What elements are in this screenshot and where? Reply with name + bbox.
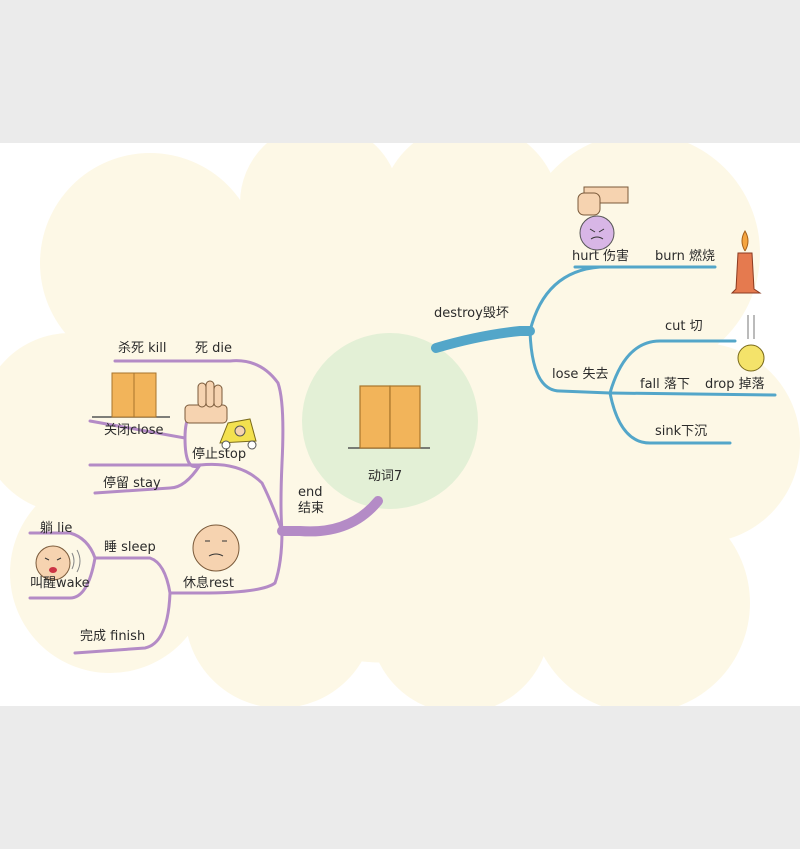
end-label-en: end	[298, 485, 323, 500]
crying-face-icon	[35, 545, 81, 581]
label-rest: 休息rest	[183, 576, 234, 591]
car-icon	[219, 418, 257, 450]
face-icon	[192, 524, 240, 572]
destroy-label: destroy毁坏	[434, 306, 509, 321]
label-sleep: 睡 sleep	[104, 540, 156, 555]
mind-map-graphics	[0, 143, 800, 706]
destroy-branch	[431, 265, 777, 445]
door-icon	[92, 372, 170, 418]
label-burn: burn 燃烧	[655, 249, 715, 264]
label-stop: 停止stop	[192, 447, 247, 462]
label-wake: 叫醒wake	[30, 576, 90, 591]
end-label-zh: 结束	[298, 501, 325, 516]
label-finish: 完成 finish	[80, 629, 146, 644]
candle-icon	[730, 230, 762, 294]
ball-icon	[737, 315, 765, 372]
end-branch	[28, 359, 383, 655]
label-fall: fall 落下	[640, 377, 690, 392]
label-kill: 杀死 kill	[118, 341, 167, 356]
label-lie: 躺 lie	[40, 521, 73, 536]
label-hurt: hurt 伤害	[572, 249, 630, 264]
mind-map-canvas: 动词7 end 结束 杀死 kill 死 die 关闭close 停止stop …	[0, 143, 800, 706]
label-close: 关闭close	[104, 423, 164, 438]
hand-icon	[184, 380, 228, 424]
center-title: 动词7	[367, 469, 403, 484]
label-lose: lose 失去	[552, 367, 609, 382]
door-icon	[348, 385, 430, 449]
label-cut: cut 切	[665, 319, 703, 334]
fist-icon	[577, 186, 629, 251]
label-stay: 停留 stay	[103, 476, 161, 491]
label-drop: drop 掉落	[705, 377, 765, 392]
label-sink: sink下沉	[655, 424, 708, 439]
label-die: 死 die	[195, 341, 232, 356]
